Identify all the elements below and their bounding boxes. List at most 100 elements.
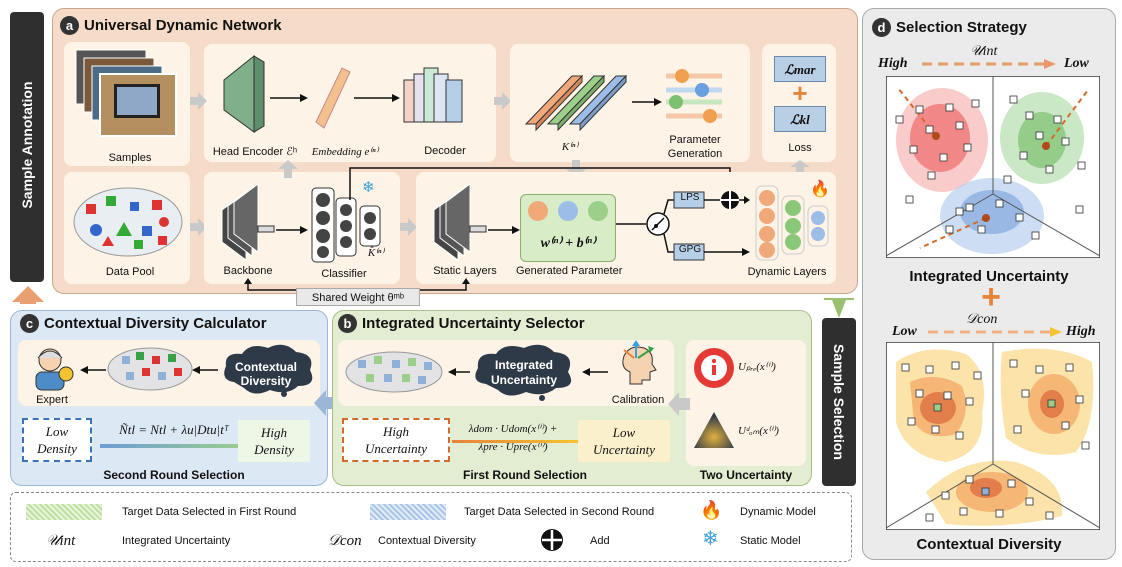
annotation-arrow [12,286,44,304]
u-pre-label: Uₚᵣₑ(x⁽ⁱ⁾) [738,361,776,373]
loss-plus: + [792,78,808,108]
legend-uint-label: Integrated Uncertainty [122,535,231,547]
u-pre-icon [694,348,734,388]
legend-first-swatch [26,504,102,520]
sample-selection-label: Sample Selection [831,344,847,460]
b-cloud [475,344,572,401]
legend-dcon-symbol: 𝒟con [328,533,362,549]
loss-mar: ℒmar [774,56,826,82]
generated-param-circles [528,201,608,221]
calibration-icon [622,340,657,385]
generated-param-label: Generated Parameter [516,265,623,277]
arrow-pool-to-backbone [190,218,207,236]
loss-label: Loss [788,142,812,154]
backbone-figure: ❄ [221,179,381,263]
arrow-loss-up [790,160,810,174]
d-low-label: Low [1064,56,1089,71]
legend-add-icon [541,529,563,551]
expert-label: Expert [36,394,68,406]
decoder-label: Decoder [424,145,466,157]
d-plus: + [981,278,1001,316]
b-selection-ellipse [345,351,443,393]
c-arrows [80,366,218,374]
arrow-two-to-selector [668,392,690,416]
legend-second-label: Target Data Selected in Second Round [464,506,655,518]
uncertainty-gradient [452,440,580,443]
data-pool-label: Data Pool [105,266,155,278]
sample-selection-bar: Sample Selection [822,318,856,486]
legend-add-label: Add [590,535,610,547]
c-selection-ellipse [107,347,193,391]
dynamic-layers-figure: 🔥 [755,179,830,261]
legend-snowflake-icon: ❄ [702,528,719,550]
encoder-decoder-figure [223,54,463,133]
head-encoder-label: Head Encoder ℰʰ [212,146,298,158]
static-layers-figure [433,183,520,261]
b-arrows [448,368,608,376]
legend-uint-symbol: 𝒰int [46,533,76,549]
c-cloud-label: Contextual Diversity [234,360,297,388]
sample-annotation-label: Sample Annotation [19,81,35,209]
legend-first-label: Target Data Selected in First Round [122,506,297,518]
arrow-b-to-c [314,390,338,416]
first-round-label: First Round Selection [462,468,587,482]
legend-second-swatch [370,504,446,520]
contextual-diversity-title: Contextual Diversity [916,536,1062,553]
contextual-diversity-map [886,342,1100,530]
selection-arrow [824,298,854,318]
density-gradient [100,444,250,448]
svg-text:❄: ❄ [362,179,375,196]
generated-param-formula: w⁽ⁿ⁾ + b⁽ⁿ⁾ [540,236,596,251]
backbone-label: Backbone [223,265,273,277]
embedding-label: Embedding e⁽ⁿ⁾ [311,146,379,158]
two-uncertainty-label: Two Uncertainty [699,468,793,482]
c-cloud [224,344,313,397]
data-pool-ellipse [73,187,183,257]
k-hat-label: K̂⁽ⁿ⁾ [367,247,385,259]
d-top-gradient-arrow [922,59,1056,69]
u-dom-label: Uᵈₒₘ(x⁽ⁱ⁾) [738,425,779,437]
arrow-samples-to-encoder [190,92,207,110]
legend-fire-icon: 🔥 [700,500,723,520]
legend-static-label: Static Model [740,535,801,547]
arrow-backbone-to-static [400,218,417,236]
sample-annotation-bar: Sample Annotation [10,12,44,282]
low-density-box [22,418,92,462]
u-dom-icon [694,412,734,448]
d-high2-label: High [1066,324,1096,339]
density-formula: Ñtl = Ntl + λu|Dtu|tᵀ [119,422,229,437]
expert-icon [35,348,74,391]
static-layers-label: Static Layers [433,265,497,277]
integrated-uncertainty-title: Integrated Uncertainty [909,268,1069,285]
d-dcon-label: 𝒟con [966,312,998,327]
high-density-box [238,420,310,462]
gpg-label: GPG [678,244,702,255]
arrow-classifier-up [278,160,298,178]
dynamic-layers-label: Dynamic Layers [747,266,827,278]
lps-gpg-flow [616,191,750,261]
shared-weight-label: Shared Weight θᵐᵇ [296,288,420,306]
b-cloud-label: Integrated Uncertainty [490,358,558,387]
calibration-label: Calibration [611,394,665,406]
d-low2-label: Low [892,324,917,339]
svg-text:🔥: 🔥 [810,179,830,198]
integrated-uncertainty-map [886,76,1100,258]
samples-image-stack [75,49,177,137]
uncertainty-formula: λdom · Udom(x⁽ⁱ⁾) +λpre · Upre(x⁽ⁱ⁾) [468,423,558,453]
samples-label: Samples [108,152,152,164]
kn-figure [524,69,722,132]
kn-label: K⁽ⁿ⁾ [561,141,579,153]
loss-kl: ℒkl [774,106,826,132]
legend [10,492,852,562]
classifier-label: Classifier [321,268,367,280]
d-high-label: High [878,56,908,71]
second-round-label: Second Round Selection [103,468,245,482]
legend-dynamic-label: Dynamic Model [740,506,816,518]
